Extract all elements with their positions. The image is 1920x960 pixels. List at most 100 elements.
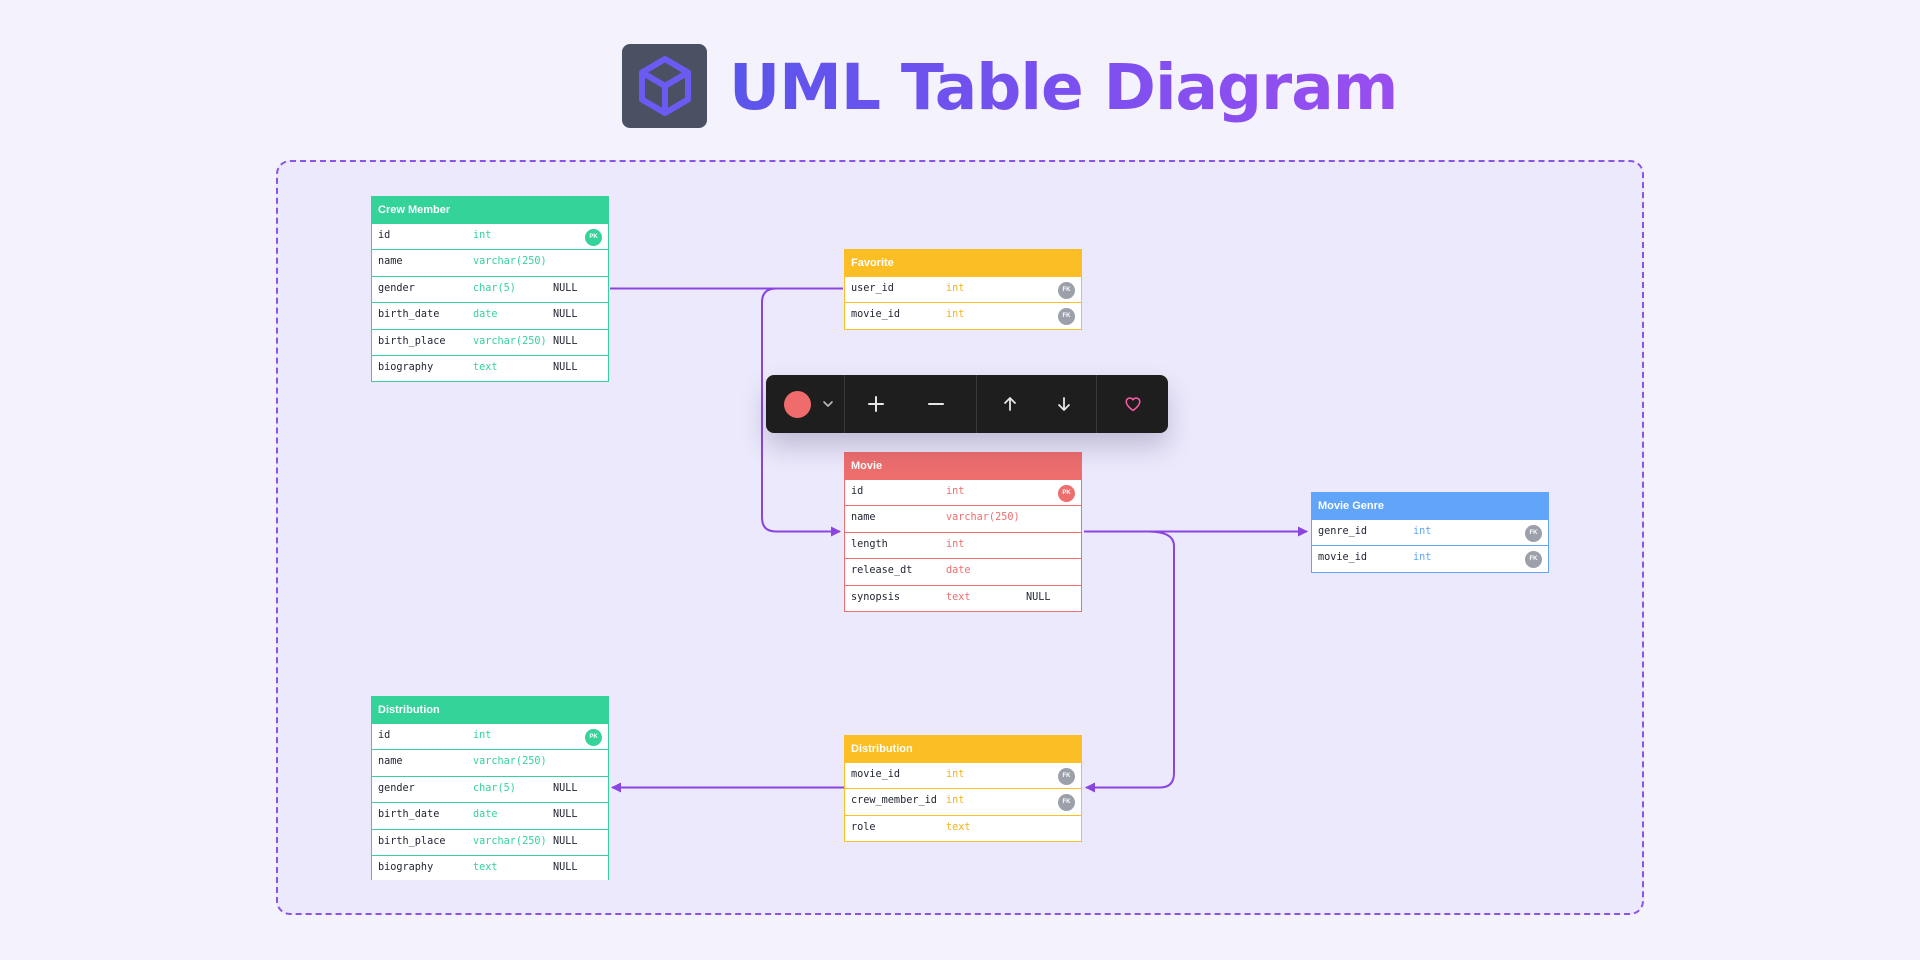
fk-badge: FK [1058, 282, 1075, 299]
table-distribution[interactable]: Distribution movie_id int FK crew_member… [844, 735, 1082, 843]
field-type: text [946, 821, 971, 833]
table-row[interactable]: birth_date date NULL [372, 302, 608, 328]
table-row[interactable]: genre_id int FK [1312, 519, 1548, 545]
table-row[interactable]: role text [845, 814, 1081, 841]
field-type: varchar(250) [946, 512, 1020, 524]
table-title: Distribution [845, 736, 1081, 762]
field-name: id [851, 486, 864, 497]
table-row[interactable]: synopsis text NULL [845, 584, 1081, 611]
color-picker-button[interactable] [776, 375, 842, 433]
field-name: gender [378, 782, 415, 794]
field-nullable: NULL [553, 861, 578, 873]
field-type: int [946, 283, 965, 294]
table-movie-genre[interactable]: Movie Genre genre_id int FK movie_id int… [1311, 492, 1549, 573]
field-type: text [946, 591, 971, 603]
fk-badge: FK [1058, 768, 1075, 785]
field-type: int [1413, 552, 1432, 564]
toolbar-divider [1096, 375, 1097, 433]
field-type: varchar(250) [473, 756, 547, 768]
header: UML Table Diagram [0, 0, 1920, 130]
table-row[interactable]: birth_place varchar(250) NULL [372, 828, 608, 855]
table-row[interactable]: birth_place varchar(250) NULL [372, 328, 608, 355]
pk-badge: PK [1058, 485, 1075, 502]
field-name: movie_id [851, 769, 901, 780]
table-row[interactable]: id int PK [372, 723, 608, 749]
field-type: int [946, 486, 965, 497]
table-row[interactable]: name varchar(250) [845, 505, 1081, 531]
field-name: movie_id [1318, 552, 1368, 564]
table-movie[interactable]: Movie id int PK name varchar(250) length… [844, 452, 1082, 612]
fk-badge: FK [1058, 308, 1075, 326]
toolbar-divider [844, 375, 845, 433]
move-down-button[interactable] [1038, 375, 1090, 433]
field-type: int [946, 795, 965, 807]
favorite-button[interactable] [1098, 375, 1168, 433]
table-row[interactable]: movie_id int FK [845, 302, 1081, 328]
add-row-button[interactable] [846, 375, 906, 433]
table-row[interactable]: id int PK [372, 223, 608, 249]
field-name: birth_date [378, 309, 440, 321]
field-name: user_id [851, 283, 894, 294]
table-row[interactable]: length int [845, 531, 1081, 558]
table-row[interactable]: movie_id int FK [1312, 545, 1548, 571]
table-row[interactable]: id int PK [845, 479, 1081, 505]
field-name: synopsis [851, 591, 901, 603]
field-name: role [851, 821, 876, 833]
field-type: varchar(250) [473, 335, 547, 347]
field-name: name [851, 512, 876, 524]
field-name: length [851, 538, 888, 550]
table-row[interactable]: birth_date date NULL [372, 802, 608, 828]
table-row[interactable]: biography text NULL [372, 854, 608, 880]
table-favorite[interactable]: Favorite user_id int FK movie_id int FK [844, 249, 1082, 330]
field-type: int [1413, 526, 1432, 537]
field-nullable: NULL [1026, 591, 1051, 603]
plus-icon [868, 396, 884, 412]
field-type: int [946, 309, 965, 321]
field-type: date [473, 309, 498, 321]
field-name: id [378, 730, 391, 741]
field-type: text [473, 361, 498, 373]
field-name: name [378, 256, 403, 268]
table-row[interactable]: gender char(5) NULL [372, 275, 608, 302]
field-name: name [378, 756, 403, 768]
field-nullable: NULL [553, 835, 578, 847]
field-type: date [473, 809, 498, 821]
field-type: int [946, 769, 965, 780]
field-name: biography [378, 861, 434, 873]
heart-icon [1125, 397, 1141, 412]
move-up-button[interactable] [984, 375, 1036, 433]
table-distribution-left[interactable]: Distribution id int PK name varchar(250)… [371, 696, 609, 880]
field-type: date [946, 565, 971, 577]
field-type: char(5) [473, 282, 516, 294]
remove-row-button[interactable] [906, 375, 966, 433]
field-type: int [473, 730, 492, 741]
table-crew-member[interactable]: Crew Member id int PK name varchar(250) … [371, 196, 609, 383]
table-title: Favorite [845, 250, 1081, 276]
field-nullable: NULL [553, 335, 578, 347]
fk-badge: FK [1058, 794, 1075, 812]
field-name: biography [378, 361, 434, 373]
table-row[interactable]: name varchar(250) [372, 749, 608, 775]
table-row[interactable]: name varchar(250) [372, 249, 608, 275]
table-title: Crew Member [372, 197, 608, 223]
field-nullable: NULL [553, 282, 578, 294]
table-toolbar [766, 375, 1168, 433]
table-row[interactable]: crew_member_id int FK [845, 788, 1081, 814]
fk-badge: FK [1525, 551, 1542, 569]
table-row[interactable]: user_id int FK [845, 276, 1081, 302]
cube-icon [638, 56, 691, 116]
chevron-down-icon [822, 401, 833, 407]
table-row[interactable]: movie_id int FK [845, 762, 1081, 788]
table-row[interactable]: biography text NULL [372, 354, 608, 381]
table-title: Movie [845, 453, 1081, 479]
table-title: Movie Genre [1312, 493, 1548, 519]
field-type: text [473, 861, 498, 873]
toolbar-divider [976, 375, 977, 433]
table-row[interactable]: release_dt date [845, 558, 1081, 584]
field-name: birth_place [378, 335, 446, 347]
table-row[interactable]: gender char(5) NULL [372, 775, 608, 802]
pk-badge: PK [585, 729, 602, 746]
field-name: birth_place [378, 835, 446, 847]
table-title: Distribution [372, 697, 608, 723]
color-swatch [783, 390, 811, 418]
